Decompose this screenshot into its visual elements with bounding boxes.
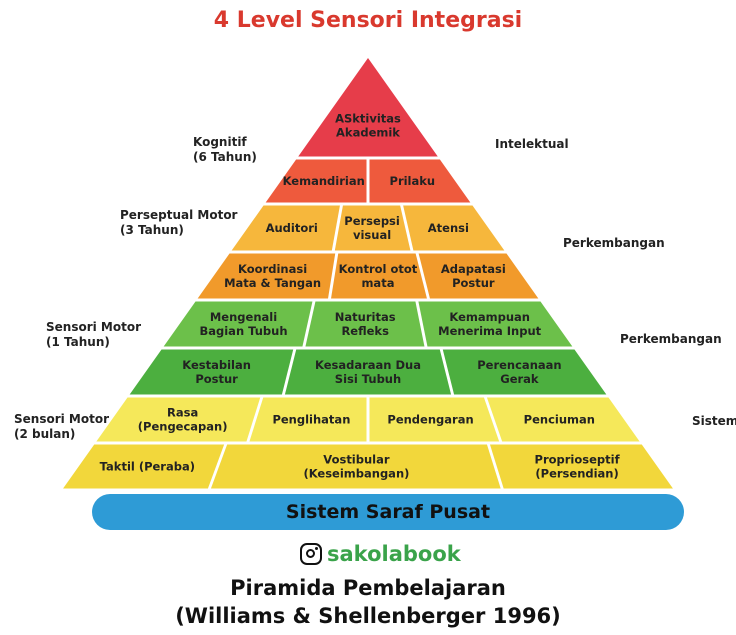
brand: sakolabook	[300, 540, 461, 568]
pyramid-block-label: Rasa(Pengecapan)	[138, 406, 228, 434]
label-sensori-motor-1: Sensori Motor (1 Tahun)	[46, 320, 142, 349]
pyramid-block	[418, 301, 573, 347]
pyramid-block	[249, 397, 367, 442]
pyramid-block	[197, 253, 336, 299]
pyramid-block	[163, 301, 313, 347]
pyramid-block	[442, 349, 607, 395]
pyramid-block-label: Atensi	[428, 221, 469, 235]
pyramid-block	[418, 253, 539, 299]
label-kognitif: Kognitif (6 Tahun)	[193, 135, 257, 164]
pyramid-block	[96, 397, 261, 442]
label-sensori-motor-2: Sensori Motor (2 bulan)	[14, 412, 110, 441]
pyramid-block	[231, 205, 340, 251]
label-intelektual: Intelektual	[495, 137, 569, 151]
label-sistem: Sistem	[692, 414, 736, 428]
pyramid-block	[298, 58, 438, 157]
caption-title: Piramida Pembelajaran	[230, 576, 506, 600]
caption-citation: (Williams & Shellenberger 1996)	[175, 604, 561, 628]
pyramid-block	[369, 159, 471, 203]
pyramid-block	[331, 253, 427, 299]
pyramid-block	[305, 301, 425, 347]
pyramid-block	[369, 397, 500, 442]
pyramid-block-label: Prilaku	[390, 174, 436, 188]
label-perkembangan-2: Perkembangan	[620, 332, 722, 346]
pyramid-block-label: Auditori	[266, 221, 318, 235]
pyramid-block	[265, 159, 367, 203]
pyramid-block-label: Kemandirian	[283, 174, 365, 188]
pyramid-block	[129, 349, 294, 395]
pyramid-block-label: Pendengaran	[387, 413, 473, 427]
brand-name: sakolabook	[327, 542, 461, 566]
pyramid-block-label: Vostibular(Keseimbangan)	[303, 453, 409, 481]
pyramid-block	[210, 444, 501, 489]
pyramid-block-label: Penciuman	[524, 413, 595, 427]
pyramid-block-label: Taktil (Peraba)	[100, 460, 195, 474]
pyramid-block-label: Penglihatan	[272, 413, 350, 427]
instagram-icon	[300, 543, 322, 565]
pyramid-block	[489, 444, 673, 489]
pyramid-block	[403, 205, 505, 251]
pyramid-block	[486, 397, 640, 442]
pyramid-block-label: Proprioseptif(Persendian)	[535, 453, 621, 481]
base-bar-sistem-saraf-pusat: Sistem Saraf Pusat	[92, 494, 684, 530]
pyramid-block	[284, 349, 452, 395]
diagram-title: 4 Level Sensori Integrasi	[213, 8, 523, 33]
pyramid-block	[334, 205, 411, 251]
label-perseptual-motor: Perseptual Motor (3 Tahun)	[120, 208, 238, 237]
label-perkembangan-1: Perkembangan	[563, 236, 665, 250]
pyramid-block	[63, 444, 225, 489]
